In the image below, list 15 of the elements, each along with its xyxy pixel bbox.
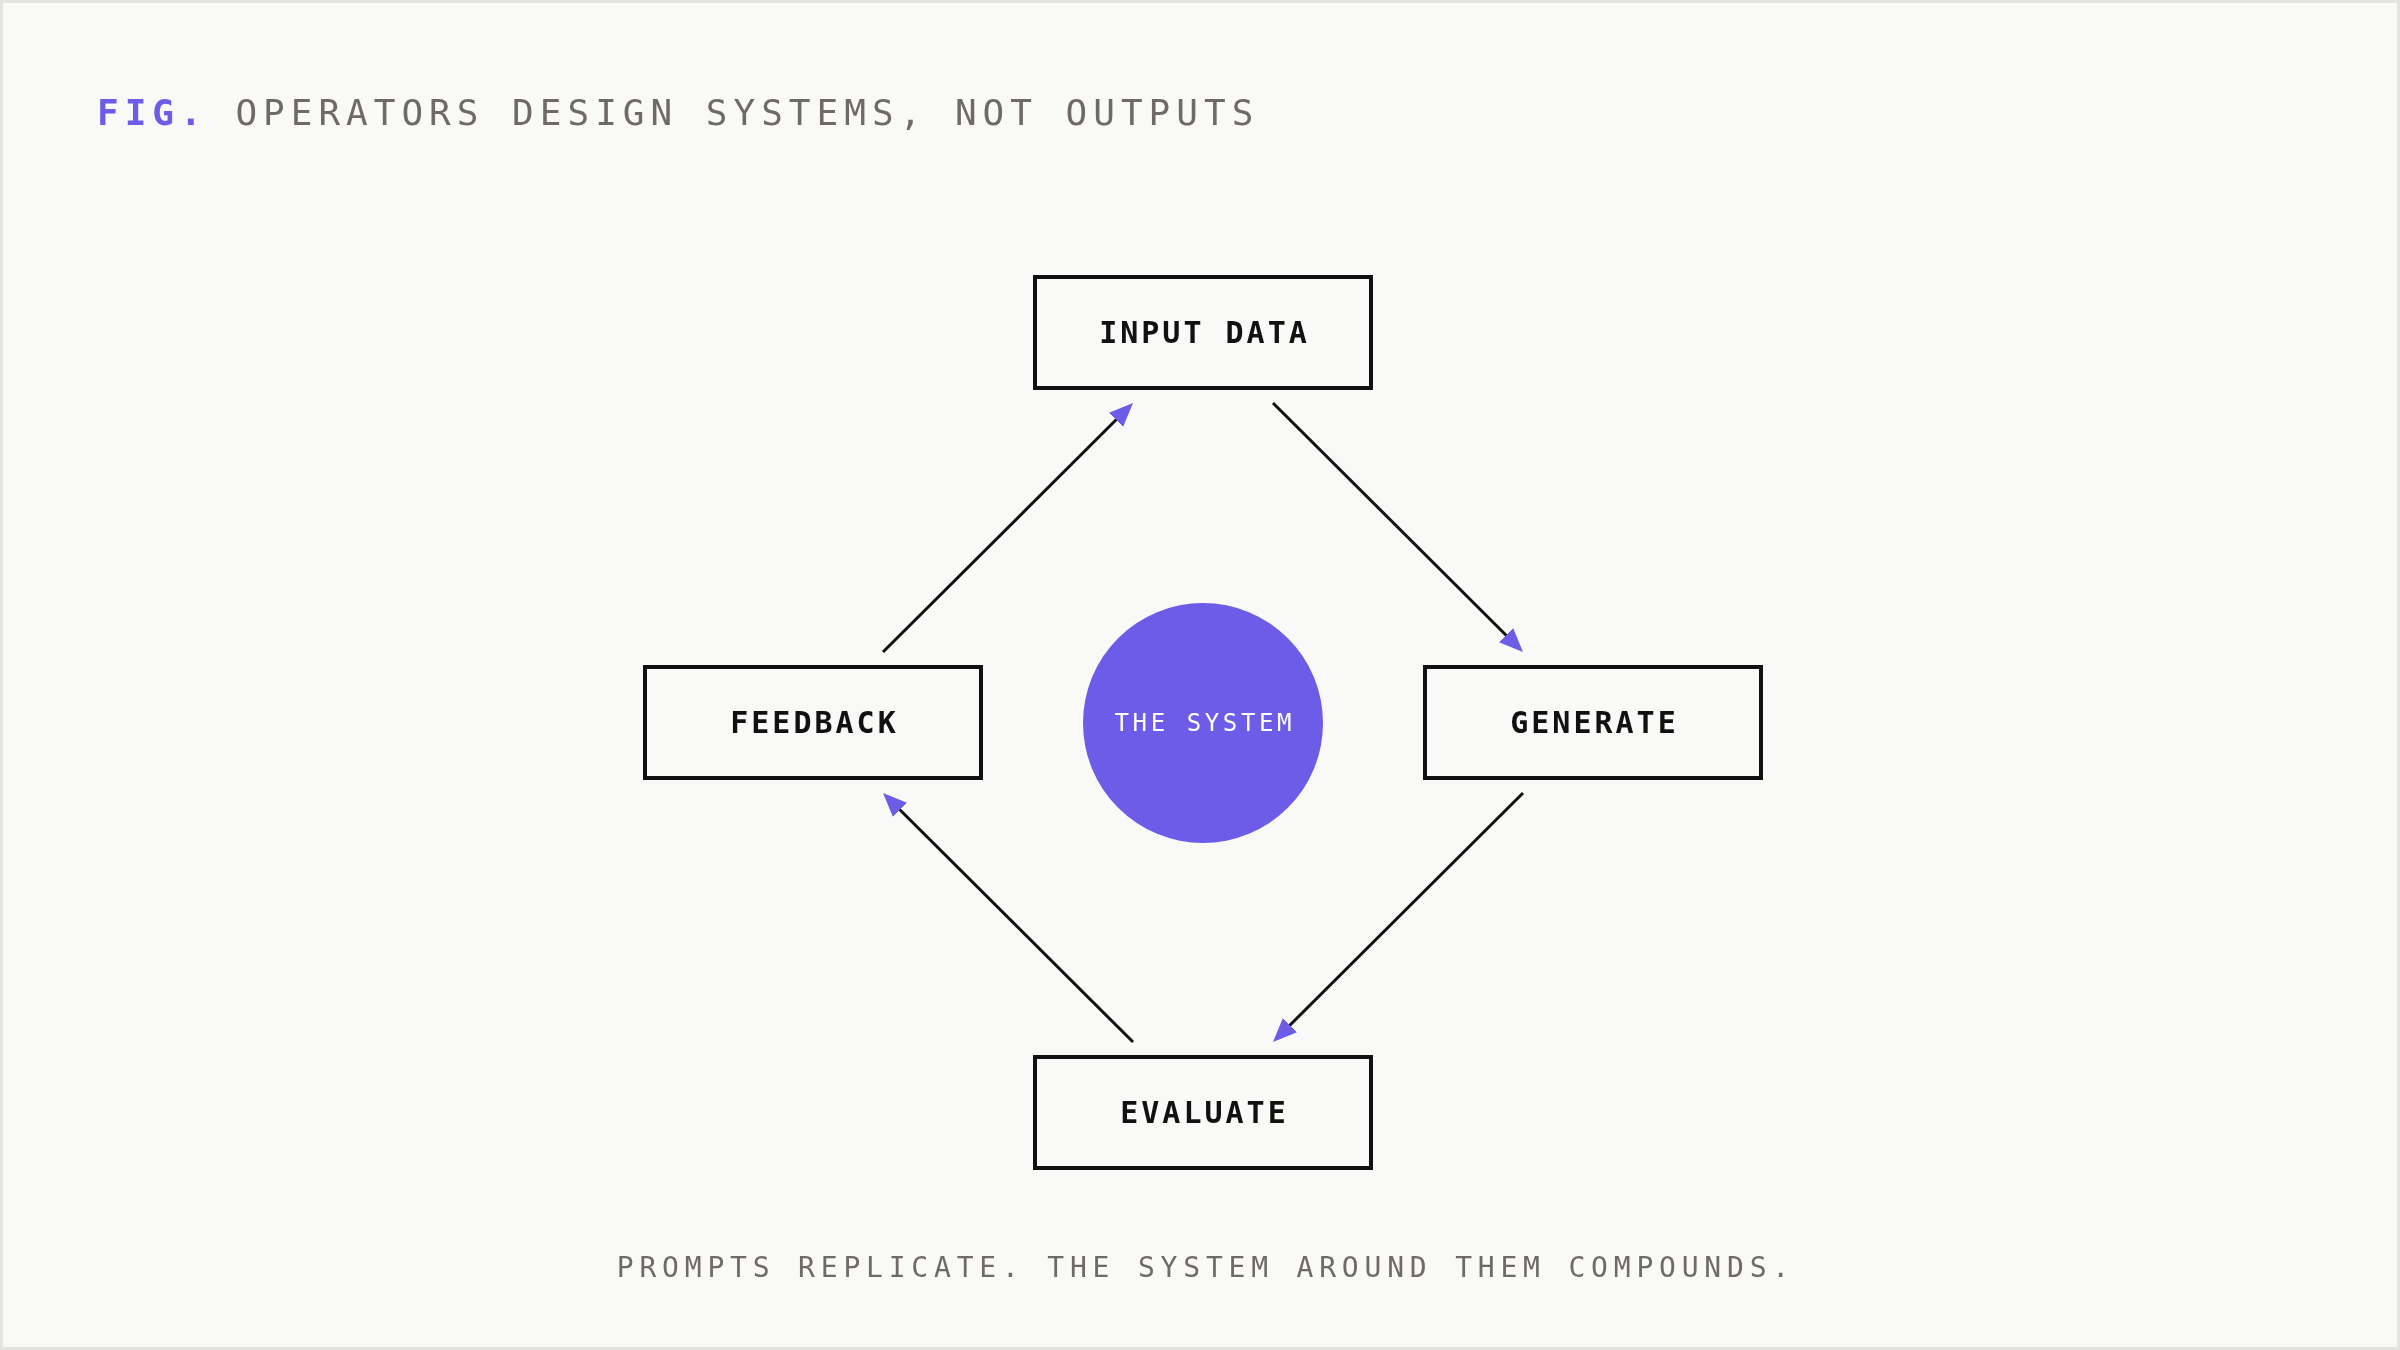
node-label: THE SYSTEM: [1113, 708, 1296, 738]
arrow: [1271, 401, 1523, 652]
node-label: INPUT DATA: [1098, 314, 1310, 351]
process-box: [643, 665, 983, 780]
process-box: [1423, 665, 1763, 780]
node-label: EVALUATE: [1119, 1094, 1289, 1131]
figure-title: FIG. OPERATORS DESIGN SYSTEMS, NOT OUTPUTS: [97, 91, 1260, 135]
arrow: [883, 793, 1135, 1044]
process-box: [1033, 275, 1373, 390]
node-label: FEEDBACK: [729, 704, 899, 741]
arrow: [1273, 791, 1525, 1042]
arrow: [881, 403, 1133, 654]
figure-caption: PROMPTS REPLICATE. THE SYSTEM AROUND THEM COMPOUNDS.: [615, 1251, 1795, 1285]
process-box: [1033, 1055, 1373, 1170]
node-label: GENERATE: [1509, 704, 1679, 741]
